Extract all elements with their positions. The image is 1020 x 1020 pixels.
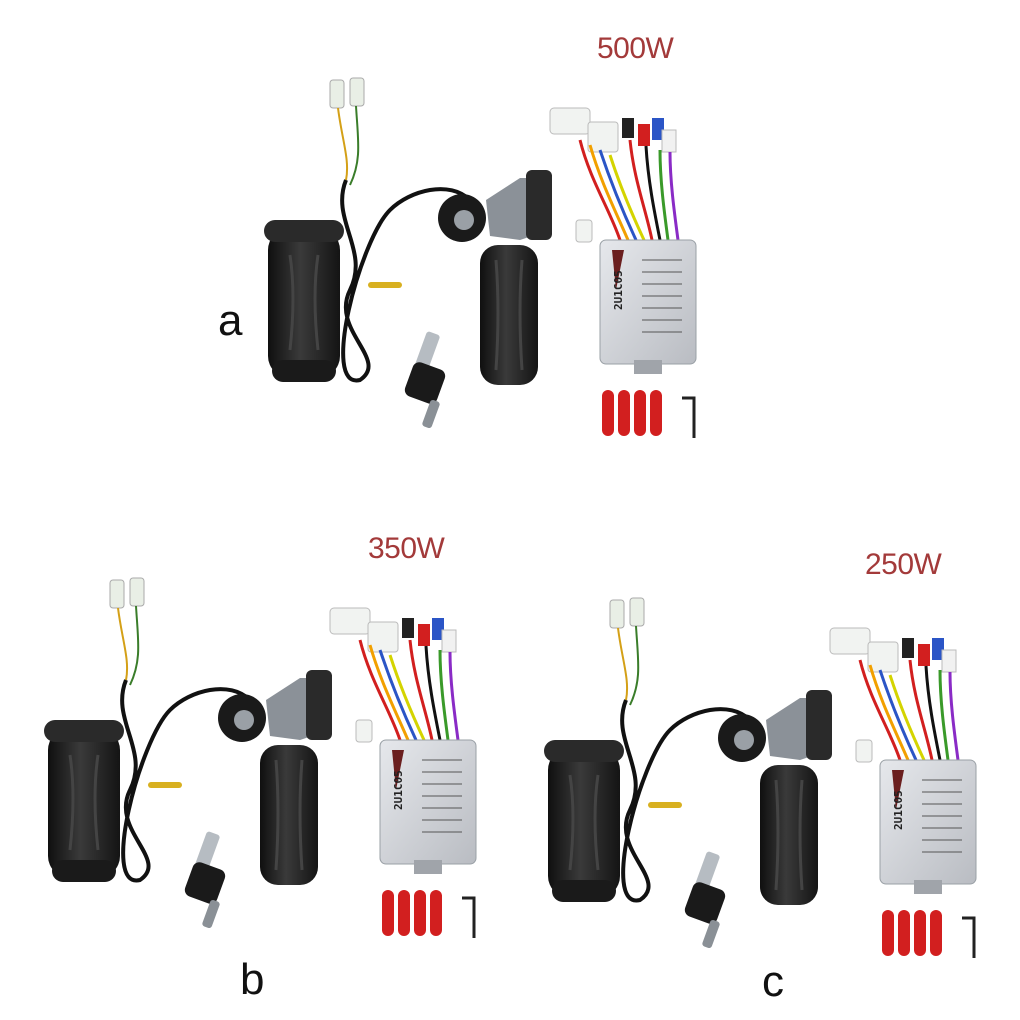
kit-c-wattage: 250W	[865, 548, 942, 581]
kit-c-photo: 2U1C05	[530, 580, 1000, 980]
kit-a-wattage: 500W	[597, 32, 674, 65]
kit-b-wattage: 350W	[368, 532, 445, 565]
kit-a-illustration: 2U1C05	[250, 60, 720, 460]
kit-b-photo: 2U1C05	[30, 560, 500, 960]
kit-c-letter: c	[762, 957, 784, 1006]
kit-c-illustration: 2U1C05	[530, 580, 1000, 980]
kit-a-photo: 2U1C05	[250, 60, 720, 460]
kit-b-illustration: 2U1C05	[30, 560, 500, 960]
kit-b-letter: b	[240, 955, 265, 1004]
kit-a-controller-code: 2U1C05	[612, 270, 625, 310]
kit-c-controller-code: 2U1C05	[892, 790, 905, 830]
kit-a-letter: a	[218, 296, 243, 345]
kit-b-controller-code: 2U1C05	[392, 770, 405, 810]
